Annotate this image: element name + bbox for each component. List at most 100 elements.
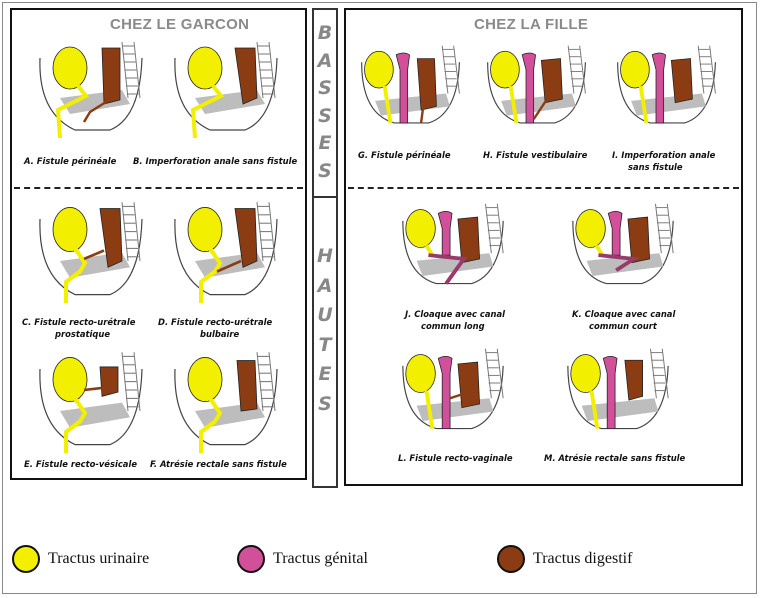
body-outline (361, 62, 460, 124)
body-outline (39, 218, 143, 296)
rectum-shape (457, 216, 480, 264)
boy-divider (14, 187, 303, 189)
caption-A: A. Fistule périnéale (24, 156, 117, 166)
diagram-boy-B (165, 38, 285, 139)
body-outline (617, 62, 716, 124)
caption-L: L. Fistule recto-vaginale (398, 453, 513, 463)
body-outline (487, 62, 586, 124)
rectum-shape (624, 359, 643, 401)
genital-shape (521, 52, 536, 124)
anatomy-diagram (361, 45, 460, 124)
bladder-shape (187, 207, 223, 252)
legend-urinary: Tractus urinaire (12, 545, 149, 573)
bladder-shape (187, 357, 223, 402)
diagram-girl-L (395, 345, 513, 440)
anatomy-diagram (572, 203, 674, 285)
sacrum-icon (567, 45, 586, 94)
rectum-shape (627, 216, 650, 264)
fistula-line (449, 393, 463, 400)
caption-D-line1: D. Fistule recto-urétrale (158, 317, 273, 327)
urethra-line (508, 85, 519, 124)
anatomy-diagram (39, 41, 143, 139)
body-outline (402, 365, 504, 430)
bladder-shape (364, 50, 394, 89)
high-letter: A (317, 274, 333, 297)
urethra-line (589, 390, 600, 429)
caption-E: E. Fistule recto-vésicale (24, 459, 137, 469)
diagram-girl-M (560, 345, 678, 440)
genital-swatch (237, 545, 265, 573)
rectum-shape (234, 208, 258, 268)
diagram-girl-I (610, 42, 725, 134)
anatomy-diagram (402, 348, 504, 430)
rectum-shape (670, 58, 693, 104)
low-letter: B (317, 22, 333, 44)
low-letter: E (318, 132, 332, 155)
anatomy-diagram (174, 352, 278, 453)
diagram-girl-G (354, 42, 469, 134)
anatomy-diagram (174, 202, 278, 303)
sacrum-icon (256, 202, 276, 262)
fistula-line (419, 108, 425, 124)
bladder-shape (52, 46, 88, 90)
common-channel-line (428, 253, 468, 285)
sacrum-icon (121, 202, 141, 262)
fistula-line (216, 259, 242, 273)
low-letter: S (318, 159, 332, 182)
high-letter: T (318, 333, 332, 356)
rectum-shape (236, 360, 258, 412)
sacrum-icon (484, 203, 504, 254)
rectum-shape (457, 361, 480, 409)
caption-B: B. Imperforation anale sans fistule (133, 156, 298, 166)
bladder-shape (187, 46, 223, 90)
high-letter: H (317, 245, 333, 267)
genital-shape (607, 211, 623, 256)
urethra-line (55, 84, 90, 139)
sacrum-icon (256, 352, 276, 412)
diagram-girl-J (395, 200, 513, 295)
body-outline (39, 57, 143, 131)
body-outline (39, 368, 143, 446)
high-label: H A U T E S (314, 245, 336, 415)
bladder-shape (405, 209, 436, 248)
anatomy-diagram (567, 348, 669, 430)
body-outline (174, 57, 278, 131)
diagram-girl-H (480, 42, 595, 134)
genital-shape (437, 356, 453, 429)
digestive-swatch (497, 545, 525, 573)
legend-genital: Tractus génital (237, 545, 368, 573)
fistula-line (83, 386, 103, 392)
bladder-shape (490, 50, 520, 89)
level-separator (314, 196, 336, 198)
genital-shape (602, 356, 618, 429)
urethra-line (199, 247, 223, 303)
caption-J-line2: commun long (421, 321, 485, 331)
pelvic-floor (60, 402, 130, 428)
legend-urinary-label: Tractus urinaire (48, 550, 150, 567)
legend-digestive-label: Tractus digestif (533, 550, 633, 567)
girl-divider (348, 187, 739, 189)
legend-digestive: Tractus digestif (497, 545, 632, 573)
caption-C-line1: C. Fistule recto-urétrale (22, 317, 136, 327)
genital-shape (395, 52, 410, 124)
body-outline (174, 368, 278, 446)
sacrum-icon (121, 41, 141, 99)
fistula-line (82, 100, 107, 123)
anatomy-diagram (39, 352, 143, 453)
pelvic-floor (581, 398, 659, 421)
urethra-line (382, 85, 393, 124)
anatomy-diagram (487, 45, 586, 124)
anatomy-diagram (617, 45, 716, 124)
diagram-boy-E (30, 348, 150, 453)
diagram-boy-D (165, 198, 285, 303)
urethra-line (64, 397, 88, 453)
common-channel-line (598, 253, 640, 272)
diagram-boy-C (30, 198, 150, 303)
bladder-shape (570, 354, 601, 393)
body-outline (174, 218, 278, 296)
urethra-line (424, 390, 435, 429)
low-letter: S (318, 77, 332, 100)
caption-F: F. Atrésie rectale sans fistule (150, 459, 287, 469)
body-outline (572, 220, 674, 285)
